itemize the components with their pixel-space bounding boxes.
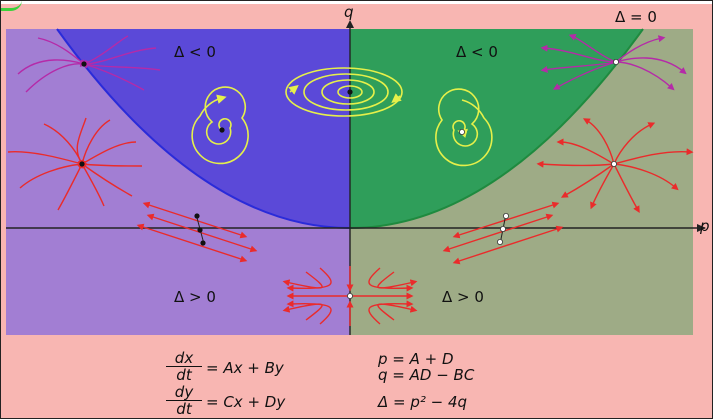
stable-node-magenta xyxy=(17,35,161,93)
inside-parabola-right xyxy=(350,29,643,228)
green-corner-mark xyxy=(0,0,22,11)
unstable-node-red xyxy=(536,118,694,214)
q-axis-label: q xyxy=(344,3,354,21)
dx-equation-rhs: = Ax + By xyxy=(206,359,284,377)
q-axis-arrow xyxy=(346,20,354,28)
degenerate-node-right xyxy=(442,201,564,265)
top-strip xyxy=(0,0,713,4)
inside-parabola-left xyxy=(57,29,350,228)
dy-numerator: dy xyxy=(166,384,202,401)
p-axis-label: p xyxy=(700,217,710,235)
dy-dt-fraction: dy dt xyxy=(166,384,202,417)
parabola-left xyxy=(56,28,351,229)
region-label-top-left: Δ < 0 xyxy=(174,43,216,61)
region-label-bottom-right: Δ > 0 xyxy=(442,288,484,306)
p-axis-arrow xyxy=(697,224,706,232)
unstable-node-magenta xyxy=(540,34,687,91)
dx-denominator: dt xyxy=(176,366,192,384)
region-label-boundary: Δ = 0 xyxy=(615,8,657,26)
parabola-right xyxy=(349,28,644,229)
dy-denominator: dt xyxy=(176,400,192,418)
spiral-sink-icon xyxy=(191,86,249,165)
delta-definition: Δ = p² − 4q xyxy=(378,393,468,411)
p-definition: p = A + D xyxy=(378,350,454,368)
center-icon xyxy=(285,67,403,117)
dx-numerator: dx xyxy=(166,350,202,367)
dx-dt-fraction: dx dt xyxy=(166,350,202,383)
region-label-top-right: Δ < 0 xyxy=(456,43,498,61)
region-label-bottom-left: Δ > 0 xyxy=(174,288,216,306)
dy-equation-rhs: = Cx + Dy xyxy=(206,393,286,411)
node-icon xyxy=(7,117,143,211)
q-definition: q = AD − BC xyxy=(378,366,475,384)
degenerate-node-icon xyxy=(136,201,258,263)
spiral-source-icon xyxy=(435,88,493,167)
saddle-icon xyxy=(282,266,418,326)
